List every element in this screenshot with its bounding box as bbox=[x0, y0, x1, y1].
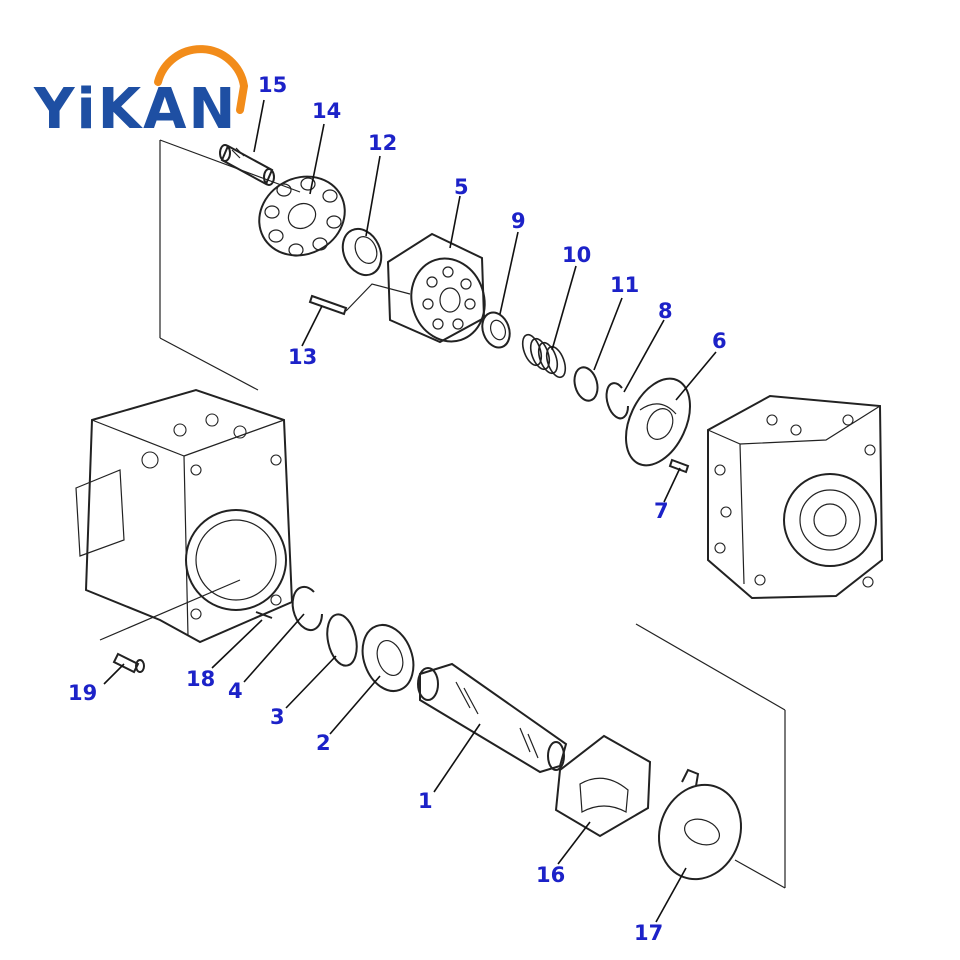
part-3-spacer bbox=[326, 613, 358, 667]
logo-text: YiKAN bbox=[33, 77, 237, 142]
callout-15: 15 bbox=[258, 73, 287, 97]
assembly-guide-lines bbox=[99, 139, 786, 889]
end-cap-housing bbox=[707, 394, 884, 600]
part-11-washer bbox=[573, 366, 599, 402]
part-13-pin bbox=[308, 283, 411, 316]
callout-2: 2 bbox=[316, 731, 331, 755]
part-7-pin bbox=[668, 458, 690, 474]
part-1-shaft bbox=[417, 662, 568, 774]
callout-8: 8 bbox=[658, 299, 673, 323]
part-17-seal-carrier bbox=[657, 768, 743, 881]
callout-17: 17 bbox=[634, 921, 663, 945]
part-6-valve-plate bbox=[625, 377, 691, 467]
part-8-snap-ring bbox=[605, 382, 629, 420]
logo-arc bbox=[154, 45, 249, 114]
callout-9: 9 bbox=[511, 209, 526, 233]
part-4-snap-ring bbox=[291, 585, 323, 631]
pump-case-housing bbox=[75, 388, 294, 644]
callout-4: 4 bbox=[228, 679, 243, 703]
part-2-bearing bbox=[361, 624, 415, 692]
callout-6: 6 bbox=[712, 329, 727, 353]
part-19-bolt bbox=[112, 652, 145, 674]
part-16-cradle bbox=[554, 734, 652, 838]
callout-14: 14 bbox=[312, 99, 341, 123]
callout-3: 3 bbox=[270, 705, 285, 729]
callout-7: 7 bbox=[654, 499, 669, 523]
part-10-spring bbox=[521, 333, 567, 379]
callout-1: 1 bbox=[418, 789, 433, 813]
leader-lines bbox=[103, 99, 717, 923]
callout-5: 5 bbox=[454, 175, 469, 199]
part-14-retainer-plate bbox=[258, 175, 346, 257]
callout-19: 19 bbox=[68, 681, 97, 705]
part-18-pin bbox=[255, 611, 273, 619]
callout-16: 16 bbox=[536, 863, 565, 887]
part-9-collar bbox=[481, 311, 511, 349]
callout-labels: 15 14 12 5 9 10 11 8 6 13 7 19 18 4 3 2 … bbox=[68, 73, 727, 945]
part-15-stub bbox=[219, 144, 275, 186]
callout-18: 18 bbox=[186, 667, 215, 691]
callout-11: 11 bbox=[610, 273, 639, 297]
brand-logo: YiKAN bbox=[33, 45, 249, 142]
callout-12: 12 bbox=[368, 131, 397, 155]
part-12-bushing bbox=[341, 227, 383, 277]
callout-13: 13 bbox=[288, 345, 317, 369]
callout-10: 10 bbox=[562, 243, 591, 267]
